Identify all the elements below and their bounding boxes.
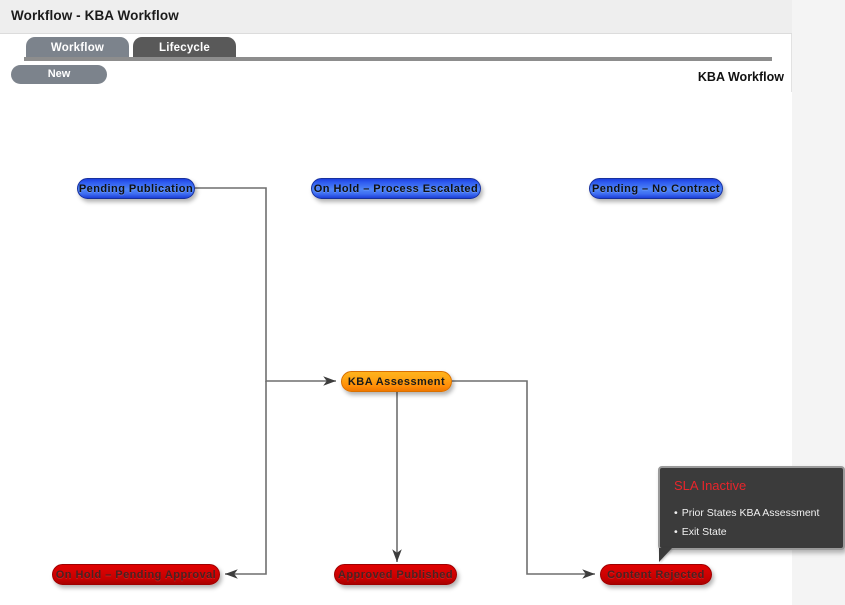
tab-workflow[interactable]: Workflow: [26, 37, 129, 60]
state-node-kba-assessment[interactable]: KBA Assessment: [341, 371, 452, 392]
bullet-icon: •: [674, 507, 678, 519]
tooltip-line-prior-states: •Prior States KBA Assessment: [674, 507, 819, 519]
state-node-pending-publication[interactable]: Pending Publication: [77, 178, 195, 199]
workflow-name-label: KBA Workflow: [697, 70, 784, 84]
state-node-on-hold-process-escalated[interactable]: On Hold – Process Escalated: [311, 178, 481, 199]
tooltip-line-text: Exit State: [681, 526, 727, 538]
tooltip-line-text: Prior States KBA Assessment: [681, 507, 820, 519]
edge-pending-publication-to-kba: [195, 187, 336, 386]
new-button[interactable]: New: [11, 65, 107, 84]
toolbar: New KBA Workflow: [0, 62, 792, 90]
bullet-icon: •: [674, 526, 678, 538]
tooltip-tail: [659, 548, 672, 562]
state-node-on-hold-pending-approval[interactable]: On Hold – Pending Approval: [52, 564, 220, 585]
state-node-content-rejected[interactable]: Content Rejected: [600, 564, 712, 585]
tooltip-line-exit-state: •Exit State: [674, 526, 727, 538]
tooltip-title: SLA Inactive: [674, 478, 747, 493]
window-titlebar: Workflow - KBA Workflow: [0, 0, 792, 34]
state-tooltip: SLA Inactive •Prior States KBA Assessmen…: [658, 466, 845, 550]
state-node-pending-no-contract[interactable]: Pending – No Contract: [589, 178, 723, 199]
tab-lifecycle[interactable]: Lifecycle: [133, 37, 236, 60]
tab-underline-rule: [24, 57, 772, 61]
edge-pending-publication-to-onhold: [225, 381, 267, 579]
state-node-approved-published[interactable]: Approved Published: [334, 564, 457, 585]
edge-kba-to-content-rejected: [452, 380, 595, 579]
tab-bar: Workflow Lifecycle: [0, 34, 792, 60]
page-title: Workflow - KBA Workflow: [11, 8, 179, 23]
